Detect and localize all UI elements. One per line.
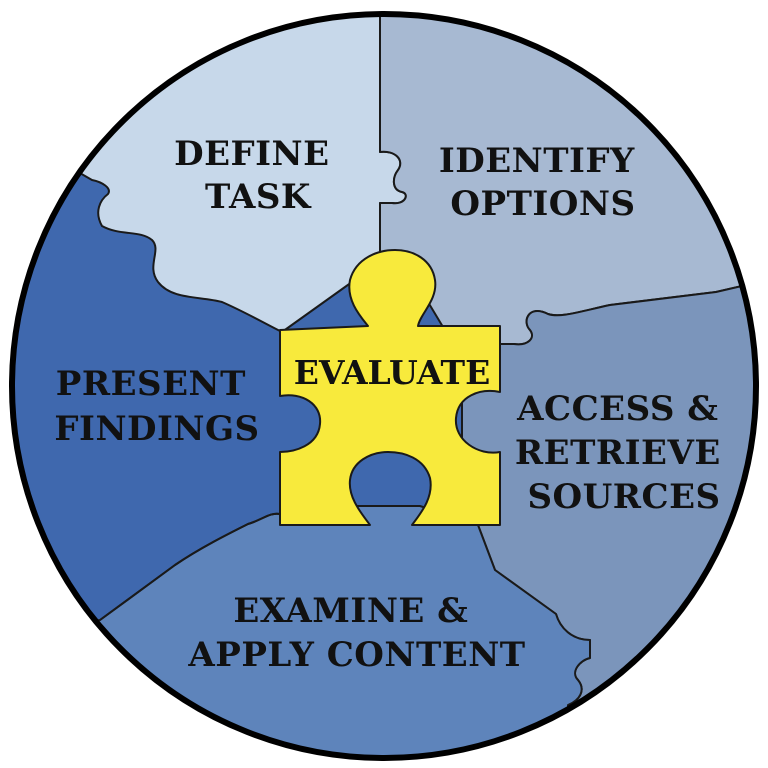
identify-line-1: IDENTIFY <box>439 141 635 181</box>
identify-line-2: OPTIONS <box>450 184 635 224</box>
examine-line-2: APPLY CONTENT <box>187 635 525 675</box>
present-line-1: PRESENT <box>56 364 246 404</box>
label-present-findings: PRESENT FINDINGS <box>54 364 259 449</box>
examine-line-1: EXAMINE & <box>233 591 468 631</box>
label-identify-options: IDENTIFY OPTIONS <box>439 141 647 224</box>
label-examine-apply: EXAMINE & APPLY CONTENT <box>187 591 525 675</box>
define-line-2: TASK <box>205 177 312 217</box>
label-define-task: DEFINE TASK <box>174 134 342 217</box>
access-line-3: SOURCES <box>527 477 720 517</box>
define-line-1: DEFINE <box>174 134 329 174</box>
access-line-1: ACCESS & <box>516 389 718 429</box>
label-evaluate: EVALUATE <box>294 353 490 392</box>
present-line-2: FINDINGS <box>54 409 259 449</box>
outer-circle-rim <box>9 11 759 761</box>
access-line-2: RETRIEVE <box>515 433 721 473</box>
evaluate-puzzle-piece <box>279 249 501 526</box>
label-access-retrieve: ACCESS & RETRIEVE SOURCES <box>515 389 733 517</box>
